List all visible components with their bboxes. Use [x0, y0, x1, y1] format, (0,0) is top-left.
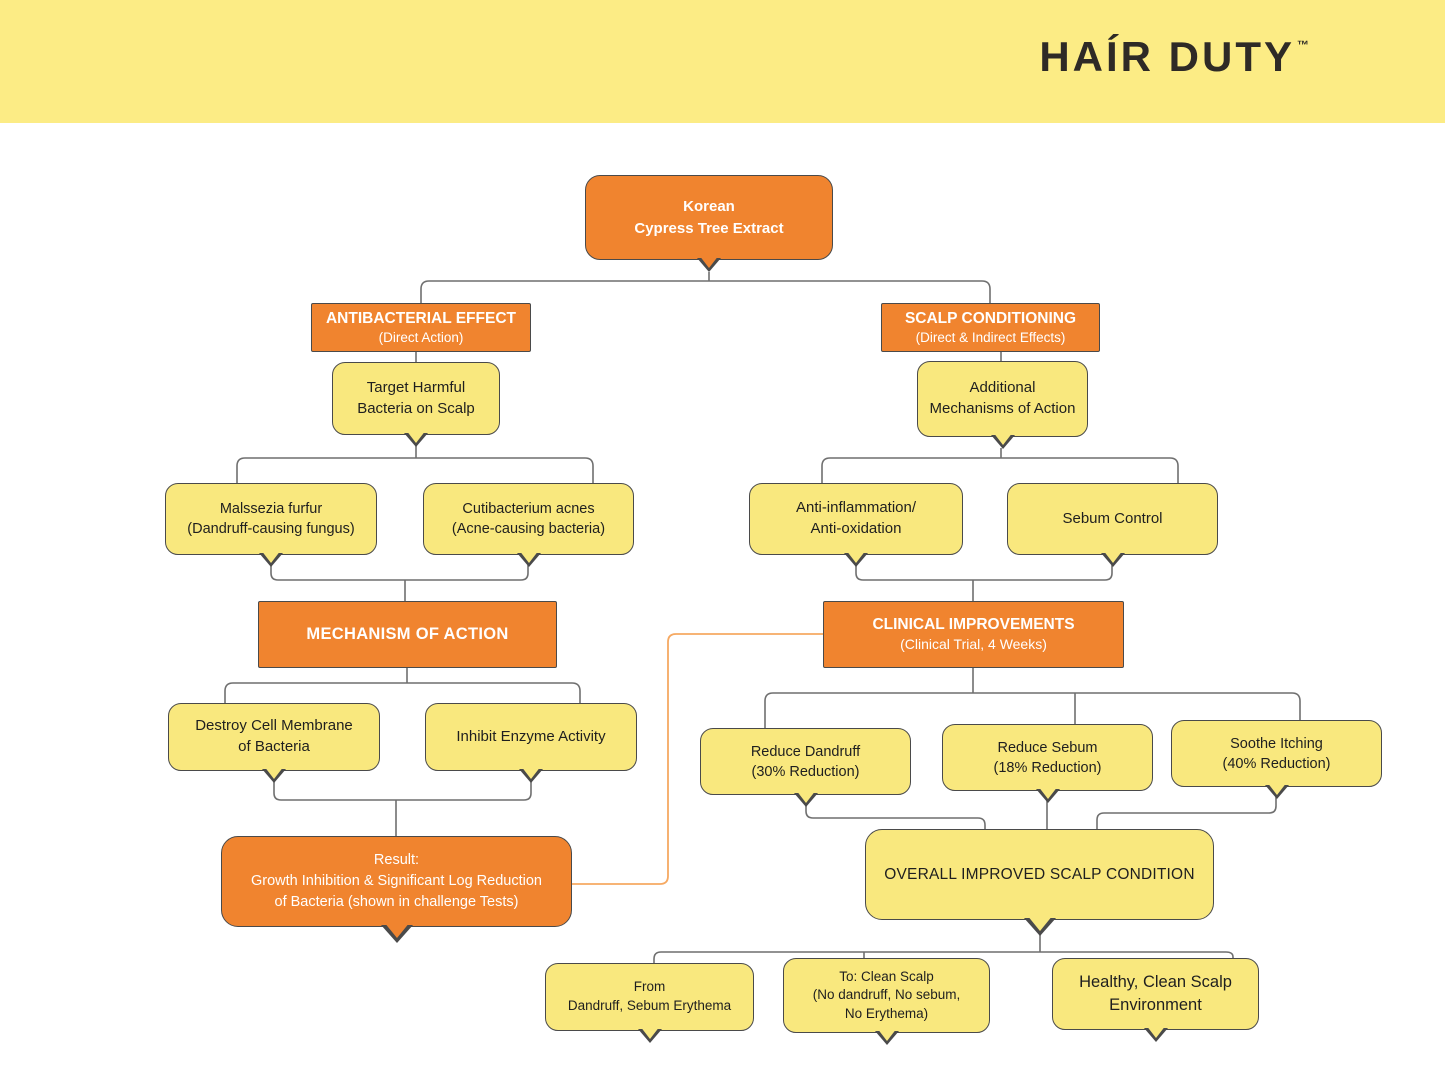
node-subtitle: (Direct & Indirect Effects)	[915, 329, 1066, 345]
node-clinical-improvements: CLINICAL IMPROVEMENTS (Clinical Trial, 4…	[823, 601, 1124, 668]
node-cutibacterium-acnes: Cutibacterium acnes (Acne-causing bacter…	[423, 483, 634, 567]
connector-mechanism-split	[224, 668, 581, 703]
connector-result-to-clinical	[572, 633, 823, 885]
connector-root-split	[420, 272, 991, 303]
connector-clinical-split	[764, 668, 1301, 728]
node-text: Result: Growth Inhibition & Significant …	[251, 851, 542, 910]
node-healthy-clean-scalp: Healthy, Clean Scalp Environment	[1052, 958, 1259, 1042]
connector-result-merge	[273, 781, 532, 836]
node-text: Reduce Dandruff (30% Reduction)	[750, 743, 861, 780]
node-additional-mechanisms: Additional Mechanisms of Action	[917, 361, 1088, 449]
node-text: Healthy, Clean Scalp Environment	[1079, 973, 1232, 1014]
node-malssezia-furfur: Malssezia furfur (Dandruff-causing fungu…	[165, 483, 377, 567]
node-title: CLINICAL IMPROVEMENTS	[872, 616, 1075, 634]
node-antibacterial-effect: ANTIBACTERIAL EFFECT (Direct Action)	[311, 303, 531, 352]
node-text: Sebum Control	[1062, 509, 1163, 527]
node-text: Target Harmful Bacteria on Scalp	[357, 378, 475, 417]
node-reduce-dandruff: Reduce Dandruff (30% Reduction)	[700, 728, 911, 807]
connector-mechanism-merge	[270, 565, 529, 601]
node-text: Malssezia furfur (Dandruff-causing fungu…	[187, 501, 355, 537]
node-title: SCALP CONDITIONING	[904, 309, 1077, 327]
node-reduce-sebum: Reduce Sebum (18% Reduction)	[942, 724, 1153, 803]
node-text: Reduce Sebum (18% Reduction)	[993, 739, 1102, 776]
node-subtitle: (Direct Action)	[378, 329, 464, 345]
node-text: Additional Mechanisms of Action	[929, 379, 1076, 417]
node-subtitle: (Clinical Trial, 4 Weeks)	[900, 636, 1047, 653]
node-sebum-control: Sebum Control	[1007, 483, 1218, 567]
node-soothe-itching: Soothe Itching (40% Reduction)	[1171, 720, 1382, 799]
node-text: To: Clean Scalp (No dandruff, No sebum, …	[812, 968, 961, 1021]
connector-additional-split	[821, 448, 1179, 483]
node-destroy-cell-membrane: Destroy Cell Membrane of Bacteria	[168, 703, 380, 783]
node-to-clean-scalp: To: Clean Scalp (No dandruff, No sebum, …	[783, 958, 990, 1045]
connector-clinical-merge	[855, 565, 1113, 601]
node-overall-improved-scalp: OVERALL IMPROVED SCALP CONDITION	[865, 829, 1214, 936]
node-text: OVERALL IMPROVED SCALP CONDITION	[884, 865, 1195, 883]
node-scalp-conditioning: SCALP CONDITIONING (Direct & Indirect Ef…	[881, 303, 1100, 352]
node-anti-inflammation: Anti-inflammation/ Anti-oxidation	[749, 483, 963, 567]
node-text: Cutibacterium acnes (Acne-causing bacter…	[451, 501, 606, 537]
node-text: From Dandruff, Sebum Erythema	[567, 979, 732, 1013]
connector-target-split	[236, 444, 594, 483]
brand-name: HAÍR DUTY	[1039, 33, 1295, 80]
node-text: Inhibit Enzyme Activity	[456, 727, 606, 745]
node-inhibit-enzyme-activity: Inhibit Enzyme Activity	[425, 703, 637, 783]
node-from-dandruff-sebum: From Dandruff, Sebum Erythema	[545, 963, 754, 1043]
node-result-growth-inhibition: Result: Growth Inhibition & Significant …	[221, 836, 572, 943]
node-title: MECHANISM OF ACTION	[306, 624, 509, 643]
node-mechanism-of-action: MECHANISM OF ACTION	[258, 601, 557, 668]
node-text: Korean Cypress Tree Extract	[634, 197, 784, 237]
node-text: Destroy Cell Membrane of Bacteria	[195, 717, 353, 755]
node-target-harmful-bacteria: Target Harmful Bacteria on Scalp	[332, 362, 500, 447]
trademark-symbol: ™	[1297, 38, 1309, 52]
node-text: Soothe Itching (40% Reduction)	[1222, 735, 1331, 772]
node-title: ANTIBACTERIAL EFFECT	[325, 309, 516, 327]
node-text: Anti-inflammation/ Anti-oxidation	[795, 499, 917, 537]
node-korean-cypress-extract: Korean Cypress Tree Extract	[585, 175, 833, 272]
connector-overall-merge	[805, 796, 1277, 829]
